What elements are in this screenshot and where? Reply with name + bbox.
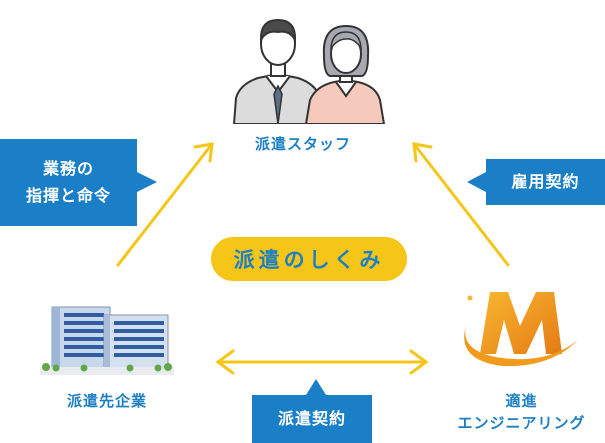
diagram-title: 派遣のしくみ [211, 237, 407, 281]
node-agency-line1: 適進 [505, 392, 538, 410]
node-agency-line2: エンジニアリング [457, 414, 586, 432]
arrow-client-to-staff [116, 142, 214, 267]
company-logo-icon [464, 292, 578, 367]
arrow-agency-to-staff [412, 142, 510, 267]
callout-dispatch: 派遣契約 [252, 395, 372, 443]
node-client-label: 派遣先企業 [66, 392, 147, 410]
callout-instruction-line2: 指揮と命令 [25, 186, 111, 205]
callout-instruction: 業務の 指揮と命令 [0, 139, 137, 226]
callout-instruction-line1: 業務の [42, 159, 94, 178]
arrow-client-agency [215, 349, 429, 375]
pointer-dispatch [306, 379, 326, 395]
node-staff-label: 派遣スタッフ [254, 135, 351, 153]
callout-employment: 雇用契約 [486, 159, 605, 205]
staff-people-icon [232, 18, 386, 124]
pointer-employment [467, 172, 486, 192]
node-agency-label: 適進 エンジニアリング [438, 390, 605, 434]
office-building-icon [40, 306, 174, 375]
pointer-instruction [137, 172, 157, 192]
